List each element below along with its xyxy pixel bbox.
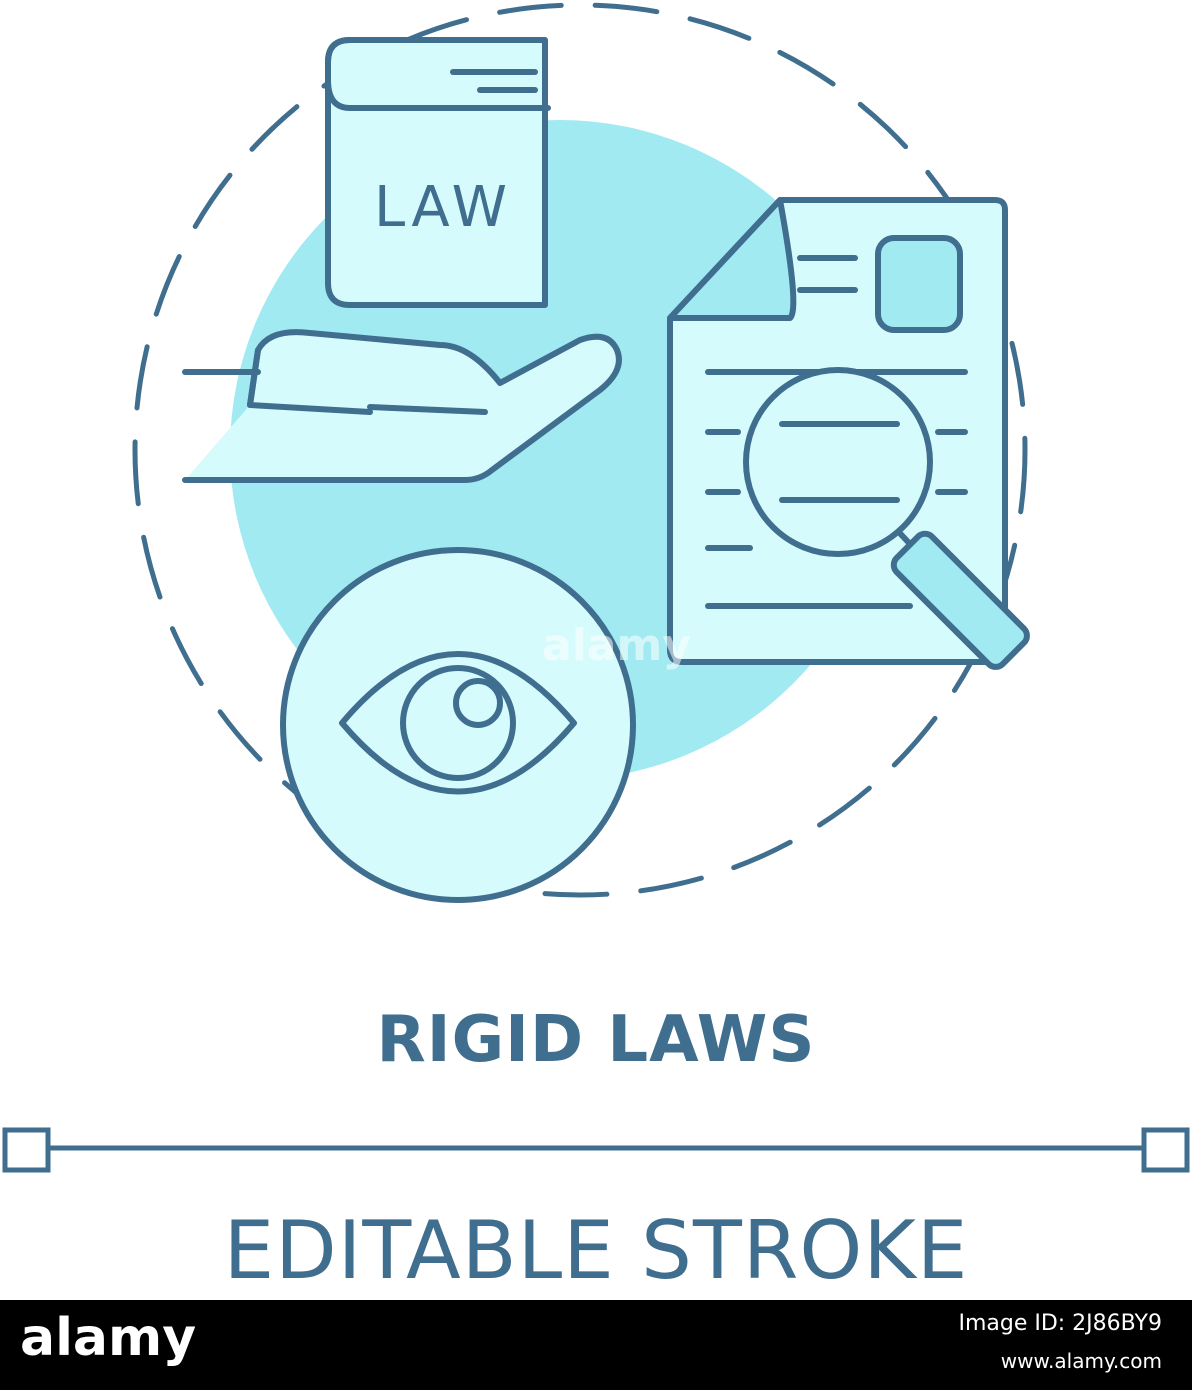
stroke-handle-right bbox=[1141, 1127, 1190, 1173]
magnifier-icon bbox=[743, 367, 1030, 670]
editable-stroke-line bbox=[2, 1127, 1190, 1173]
stroke-handle-left bbox=[2, 1127, 51, 1173]
eye-icon bbox=[280, 547, 636, 903]
hand-icon bbox=[182, 329, 622, 483]
alamy-logo: alamy bbox=[20, 1308, 197, 1368]
law-book-icon: LAW bbox=[325, 37, 551, 308]
rigid-laws-illustration: LAW bbox=[2, 2, 1190, 1173]
dashed-ring bbox=[132, 2, 1028, 898]
book-label: LAW bbox=[374, 175, 512, 240]
caption-title: RIGID LAWS bbox=[376, 1003, 816, 1077]
watermark-center: alamy bbox=[542, 620, 691, 671]
stock-footer: alamy Image ID: 2J86BY9 www.alamy.com bbox=[0, 1300, 1192, 1390]
alamy-url: www.alamy.com bbox=[1000, 1349, 1162, 1373]
image-id-label: Image ID: 2J86BY9 bbox=[958, 1311, 1162, 1336]
caption-subtitle: EDITABLE STROKE bbox=[223, 1204, 969, 1297]
